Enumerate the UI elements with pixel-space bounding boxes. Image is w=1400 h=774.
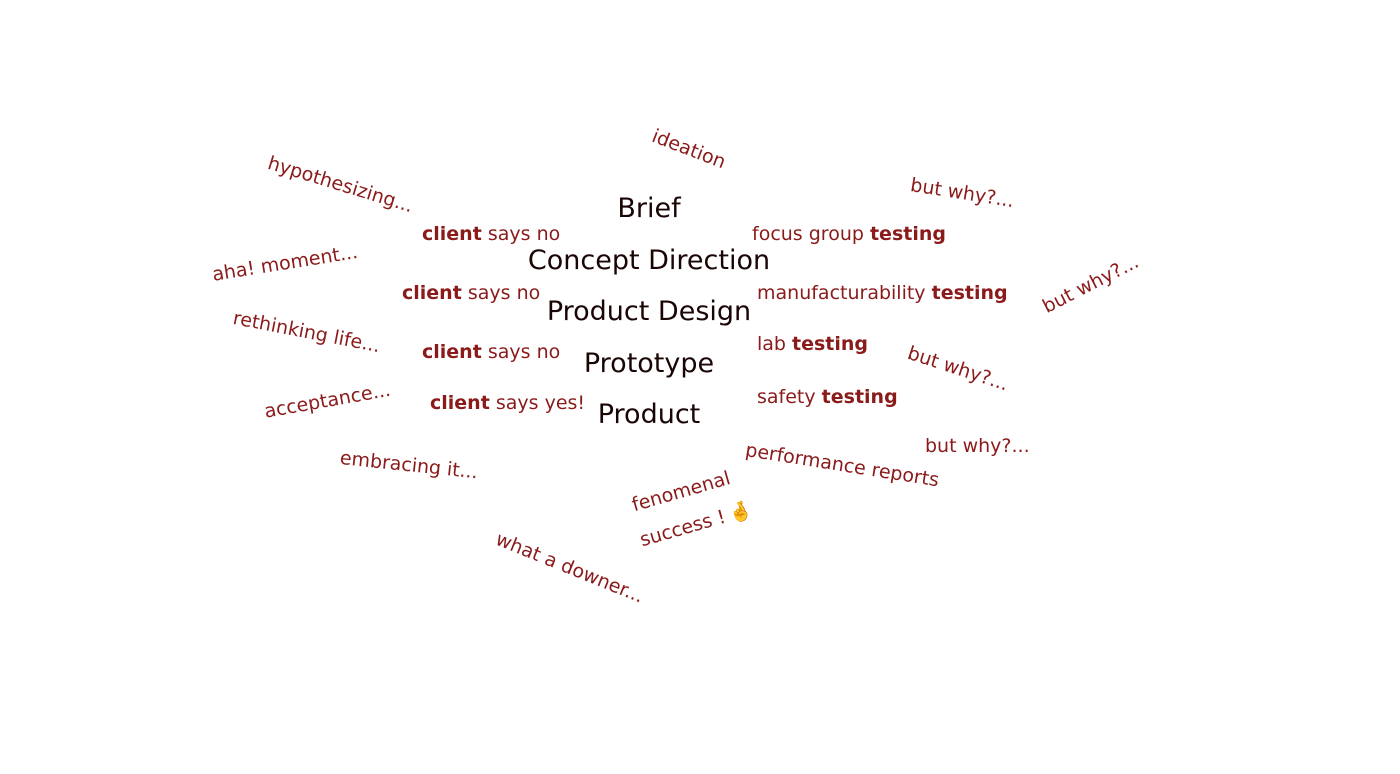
client-says-no-3: client says no xyxy=(422,343,560,362)
testing-label: testing xyxy=(792,333,869,355)
focus-group-testing: focus group testing xyxy=(752,225,946,244)
note-but-why-3: but why?... xyxy=(904,342,1012,396)
safety-testing: safety testing xyxy=(757,388,898,407)
client-label: client xyxy=(422,223,482,245)
note-hypothesizing: hypothesizing... xyxy=(265,152,416,218)
client-response: says no xyxy=(487,341,561,363)
note-acceptance: acceptance... xyxy=(262,378,393,423)
lab-testing: lab testing xyxy=(757,335,868,354)
client-response: says no xyxy=(487,223,561,245)
note-performance-reports: performance reports xyxy=(743,439,941,492)
client-label: client xyxy=(422,341,482,363)
testing-type: safety xyxy=(757,386,816,408)
note-aha-moment: aha! moment... xyxy=(210,241,360,286)
testing-type: lab xyxy=(757,333,786,355)
testing-type: focus group xyxy=(752,223,864,245)
client-says-no-2: client says no xyxy=(402,284,540,303)
manufacturability-testing: manufacturability testing xyxy=(757,284,1008,303)
client-response: says no xyxy=(467,282,541,304)
testing-type: manufacturability xyxy=(757,282,926,304)
client-says-yes: client says yes! xyxy=(430,394,585,413)
testing-label: testing xyxy=(869,223,946,245)
process-prototype: Prototype xyxy=(583,348,715,379)
testing-label: testing xyxy=(821,386,898,408)
note-ideation: ideation xyxy=(648,125,729,174)
note-but-why-1: but why?... xyxy=(908,174,1016,213)
testing-label: testing xyxy=(931,282,1008,304)
crossed-fingers-icon: 🤞 xyxy=(725,498,755,526)
client-label: client xyxy=(402,282,462,304)
process-product-design: Product Design xyxy=(546,296,752,327)
note-but-why-4: but why?... xyxy=(925,435,1030,457)
note-rethinking-life: rethinking life... xyxy=(231,307,383,358)
process-product: Product xyxy=(597,399,701,430)
note-what-a-downer: what a downer... xyxy=(492,528,647,608)
client-response: says yes! xyxy=(495,392,586,414)
process-brief: Brief xyxy=(617,193,681,224)
client-label: client xyxy=(430,392,490,414)
success-text: success ! xyxy=(637,505,729,552)
client-says-no-1: client says no xyxy=(422,225,560,244)
process-concept-direction: Concept Direction xyxy=(527,245,771,276)
note-embracing-it: embracing it... xyxy=(338,447,479,484)
note-but-why-2: but why?... xyxy=(1039,250,1143,318)
